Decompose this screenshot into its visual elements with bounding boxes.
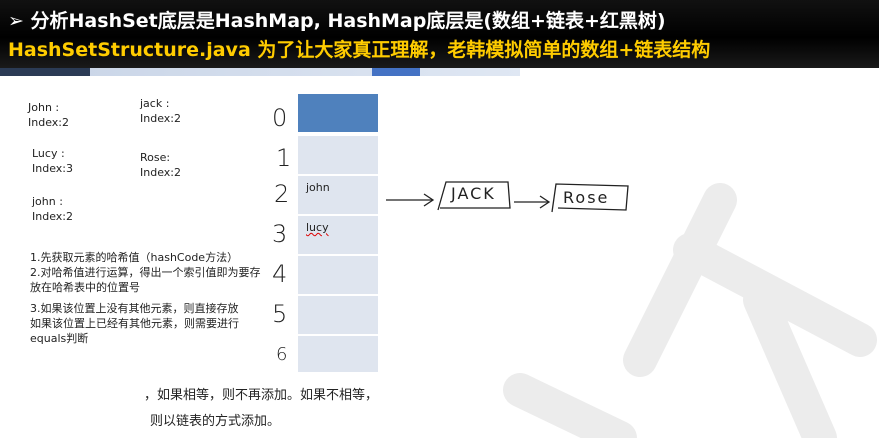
- table-index-4: 4: [272, 260, 288, 288]
- table-cell-2: john: [298, 176, 378, 214]
- step-1: 1.先获取元素的哈希值（hashCode方法）: [30, 251, 239, 264]
- banner-line-1: ➢ 分析HashSet底层是HashMap, HashMap底层是(数组+链表+…: [8, 10, 666, 32]
- table-index-3: 3: [272, 220, 288, 248]
- bottom-text-2: 则以链表的方式添加。: [150, 414, 281, 429]
- table-cell-4: [298, 256, 378, 294]
- banner-line-2: HashSetStructure.java 为了让大家真正理解，老韩模拟简单的数…: [8, 39, 711, 61]
- table-cell-6: [298, 336, 378, 372]
- title-banner: ➢ 分析HashSet底层是HashMap, HashMap底层是(数组+链表+…: [0, 0, 879, 68]
- table-index-1: 1: [276, 144, 292, 172]
- table-cell-0: [298, 94, 378, 132]
- steps-text: 1.先获取元素的哈希值（hashCode方法） 2.对哈希值进行运算，得出一个索…: [30, 250, 270, 346]
- note-rose: Rose: Index:2: [140, 151, 181, 179]
- jack-node-label: JACK: [451, 184, 496, 203]
- slide-strip-highlight: [372, 68, 420, 76]
- table-cell-3: lucy: [298, 216, 378, 254]
- table-cell-1: [298, 136, 378, 174]
- note-john: John : Index:2: [28, 101, 69, 129]
- rose-node-box: [551, 183, 629, 213]
- table-index-5: 5: [272, 300, 288, 328]
- note-lucy: Lucy : Index:3: [32, 147, 73, 175]
- table-cell-5: [298, 296, 378, 334]
- slide-strip: [0, 68, 520, 76]
- bottom-text-1: ，如果相等，则不再添加。如果不相等，: [144, 388, 379, 403]
- jack-node-box: [437, 181, 511, 211]
- rose-node-label: Rose: [563, 188, 610, 207]
- step-2: 2.对哈希值进行运算，得出一个索引值即为要存放在哈希表中的位置号: [30, 266, 261, 294]
- note-john-lower: john : Index:2: [32, 195, 73, 223]
- table-index-2: 2: [274, 180, 290, 208]
- table-index-0: 0: [272, 104, 288, 132]
- table-cell-3-label: lucy: [306, 221, 329, 234]
- table-cell-2-label: john: [306, 181, 330, 194]
- note-jack: jack : Index:2: [140, 97, 181, 125]
- table-index-6: 6: [276, 344, 288, 365]
- linked-list-diagram: [386, 181, 629, 213]
- step-3: 3.如果该位置上没有其他元素，则直接存放: [30, 302, 239, 315]
- step-4: 如果该位置上已经有其他元素，则需要进行equals判断: [30, 317, 239, 345]
